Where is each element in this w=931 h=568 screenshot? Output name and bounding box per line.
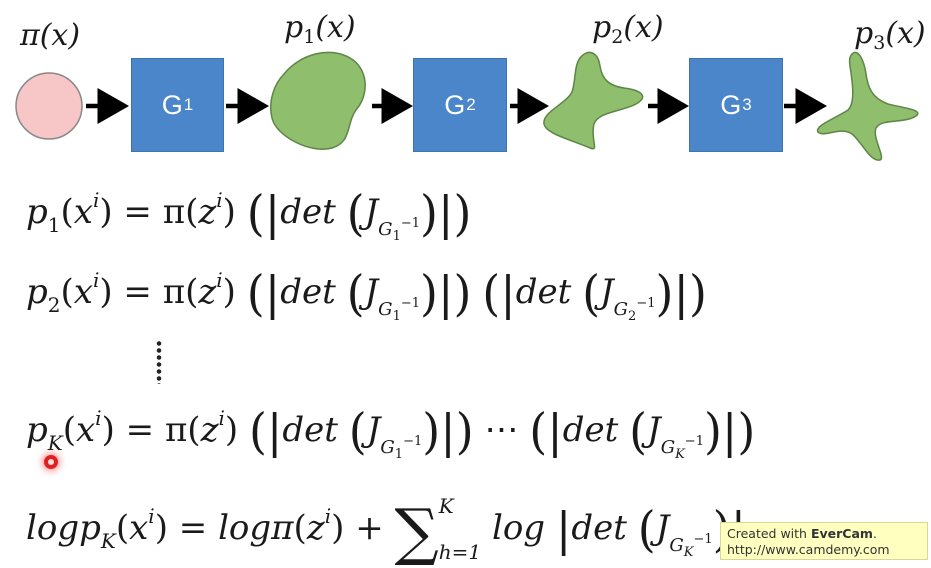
distribution-p2-shape [543, 51, 644, 150]
evercam-watermark: Created with EverCam. http://www.camdemy… [720, 522, 928, 560]
vertical-ellipsis [154, 340, 164, 384]
equation-p1: p1(xi) = π(zi) (|det (JG1−1)|) [26, 184, 472, 244]
p1-label: p1(x) [284, 10, 356, 48]
pointer-cursor-dot [44, 455, 58, 469]
watermark-line-2: http://www.camdemy.com [727, 542, 890, 557]
equation-p2: p2(xi) = π(zi) (|det (JG1−1)|) (|det (JG… [26, 264, 707, 324]
prior-label: π(x) [20, 18, 81, 53]
p3-label: p3(x) [854, 16, 926, 54]
p2-label: p2(x) [592, 10, 664, 48]
flow-diagram-graphics [15, 51, 919, 161]
watermark-line-1: Created with EverCam. [727, 526, 877, 541]
prior-distribution-circle [15, 72, 83, 140]
distribution-p1-shape [270, 51, 366, 150]
equation-pk: pK(xi) = π(zi) (|det (JG1−1)|) ⋯ (|det (… [26, 402, 756, 462]
distribution-p3-shape [816, 51, 919, 161]
